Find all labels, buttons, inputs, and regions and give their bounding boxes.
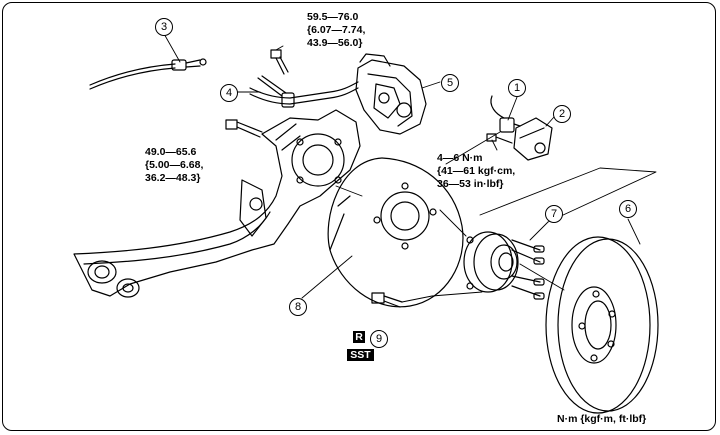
callout-9: 9 bbox=[370, 330, 388, 348]
callout-3: 3 bbox=[155, 18, 173, 36]
callout-5: 5 bbox=[441, 74, 459, 92]
trailing-arm-knuckle bbox=[73, 109, 361, 298]
knuckle-bolt-torque: 49.0—65.6 {5.00—6.68, 36.2—48.3} bbox=[145, 146, 204, 184]
callout-7: 7 bbox=[545, 205, 563, 223]
brake-caliper bbox=[355, 53, 427, 135]
brake-hose bbox=[249, 75, 359, 108]
wheel-speed-sensor bbox=[490, 95, 521, 133]
brake-disc bbox=[545, 236, 659, 414]
sensor-bolt-torque: 4—6 N·m {41—61 kgf·cm, 36—53 in·lbf} bbox=[437, 152, 516, 190]
replace-badge: R bbox=[353, 331, 365, 343]
wheel-hub bbox=[463, 231, 545, 300]
caliper-bolt-torque: 59.5—76.0 {6.07—7.74, 43.9—56.0} bbox=[307, 11, 366, 49]
parking-brake-cable bbox=[89, 58, 207, 90]
knuckle-bolt bbox=[225, 119, 263, 138]
sensor-connector bbox=[513, 117, 553, 161]
caliper-bolt bbox=[270, 49, 289, 75]
callout-6: 6 bbox=[619, 200, 637, 218]
figure-frame bbox=[2, 2, 716, 431]
hub-bolt bbox=[371, 292, 403, 308]
callout-2: 2 bbox=[553, 105, 571, 123]
special-tool-badge: SST bbox=[347, 349, 374, 361]
callout-8: 8 bbox=[289, 298, 307, 316]
sensor-bolt bbox=[486, 133, 513, 144]
callout-1: 1 bbox=[508, 79, 526, 97]
assembly-lines bbox=[335, 131, 657, 303]
leader-lines bbox=[162, 31, 641, 299]
dust-shield bbox=[327, 157, 464, 308]
callout-4: 4 bbox=[220, 84, 238, 102]
units-note: N·m {kgf·m, ft·lbf} bbox=[557, 413, 647, 425]
